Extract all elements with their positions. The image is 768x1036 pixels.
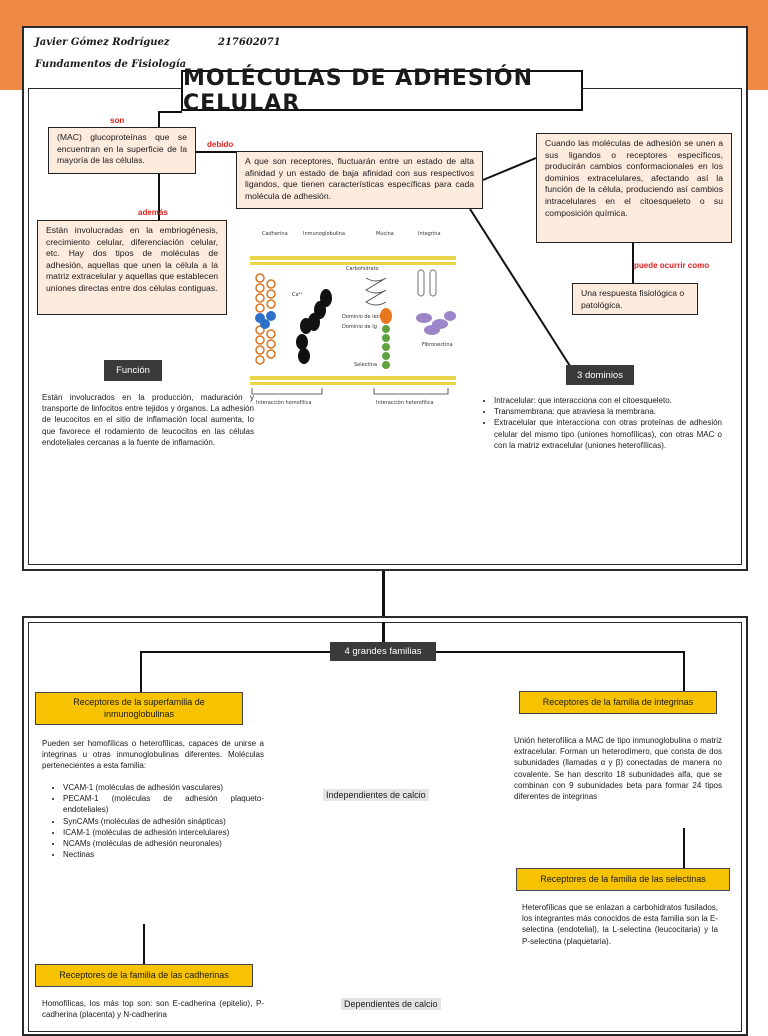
connector: [196, 151, 236, 153]
box-receptores: A que son receptores, fluctuarán entre u…: [236, 151, 483, 209]
list-item: VCAM-1 (moléculas de adhesión vasculares…: [63, 782, 264, 793]
figure-label-inmunoglobulina: Inmunoglobulina: [303, 231, 345, 237]
label-debido: debido: [207, 140, 234, 149]
figure-label-selectina: Selectina: [354, 362, 377, 368]
connector: [683, 651, 685, 691]
figure-label-dominio-lectina: Dominio de lectina: [342, 314, 389, 320]
list-item: Nectinas: [63, 849, 264, 860]
box-mac-definition: (MAC) glucoproteínas que se encuentran e…: [48, 127, 196, 174]
list-item: Transmembrana: que atraviesa la membrana…: [494, 406, 722, 417]
figure-label-heterofilica: Interacción heterofílica: [376, 399, 434, 406]
connector: [632, 243, 634, 283]
figure-label-cadherina: Cadherina: [262, 231, 288, 237]
figure-label-dominio-igg: Dominio de Ig: [342, 324, 377, 330]
funcion-text: Están involucrados en la producción, mad…: [42, 393, 254, 447]
connector: [140, 651, 142, 694]
list-item: Intracelular: que interacciona con el ci…: [494, 395, 722, 406]
selectinas-title: Receptores de la familia de las selectin…: [516, 868, 730, 891]
dependientes-label: Dependientes de calcio: [341, 998, 441, 1010]
label-son: son: [110, 116, 125, 125]
connector: [158, 174, 160, 221]
connector: [683, 828, 685, 868]
connector: [143, 924, 145, 964]
connector: [140, 651, 330, 653]
integrinas-text: Unión heterofílica a MAC de tipo inmunog…: [514, 736, 722, 801]
list-item: ICAM-1 (moléculas de adhesión intercelul…: [63, 827, 264, 838]
independientes-label: Independientes de calcio: [323, 789, 429, 801]
connector: [158, 111, 182, 113]
inmunoglobulinas-text: Pueden ser homofílicas o heterofílicas, …: [42, 739, 264, 771]
connector: [436, 651, 684, 653]
connector: [382, 571, 385, 620]
familias-label: 4 grandes familias: [330, 642, 436, 661]
cadherinas-text: Homofílicas, los más top son: son E-cadh…: [42, 999, 264, 1020]
course-name: Fundamentos de Fisiología: [35, 59, 187, 70]
list-item: Extracelular que interacciona con otras …: [494, 417, 722, 451]
box-respuesta: Una respuesta fisiológica o patológica.: [572, 283, 698, 315]
label-puede-ocurrir: puede ocurrir como: [634, 261, 710, 270]
list-item: SynCAMs (moléculas de adhesión sináptica…: [63, 816, 264, 827]
student-id: 217602071: [218, 37, 281, 48]
inmunoglobulinas-list: VCAM-1 (moléculas de adhesión vasculares…: [47, 782, 264, 860]
dominios-list: Intracelular: que interacciona con el ci…: [478, 395, 722, 451]
list-item: NCAMs (moléculas de adhesión neuronales): [63, 838, 264, 849]
figure-label-carbohidrato: Carbohidrato: [346, 266, 379, 272]
figure-label-fibronectina: Fibronectina: [422, 342, 453, 348]
list-item: PECAM-1 (moléculas de adhesión plaqueto-…: [63, 793, 264, 815]
box-embriogenesis: Están involucradas en la embriogénesis, …: [37, 220, 227, 315]
figure-label-ca: Ca²⁺: [292, 292, 304, 298]
connector: [158, 111, 160, 127]
box-ligandos: Cuando las moléculas de adhesión se unen…: [536, 133, 732, 243]
figure-label-homofilica: Interacción homofílica: [256, 399, 311, 406]
label-ademas: además: [138, 208, 168, 217]
figure-label-mucina: Mucina: [376, 231, 394, 237]
connector: [382, 622, 385, 642]
adhesion-molecules-figure: Cadherina Inmunoglobulina Mucina Integri…: [250, 231, 456, 406]
dominios-label: 3 dominios: [566, 365, 634, 385]
integrinas-title: Receptores de la familia de integrinas: [519, 691, 717, 714]
author-name: Javier Gómez Rodríguez: [35, 37, 170, 48]
cadherinas-title: Receptores de la familia de las cadherin…: [35, 964, 253, 987]
selectinas-text: Heterofílicas que se enlazan a carbohidr…: [522, 903, 718, 946]
page-title: MOLÉCULAS DE ADHESIÓN CELULAR: [181, 66, 583, 116]
funcion-label: Función: [104, 360, 162, 381]
figure-label-integrina: Integrina: [418, 231, 441, 237]
inmunoglobulinas-title: Receptores de la superfamilia de inmunog…: [35, 692, 243, 725]
